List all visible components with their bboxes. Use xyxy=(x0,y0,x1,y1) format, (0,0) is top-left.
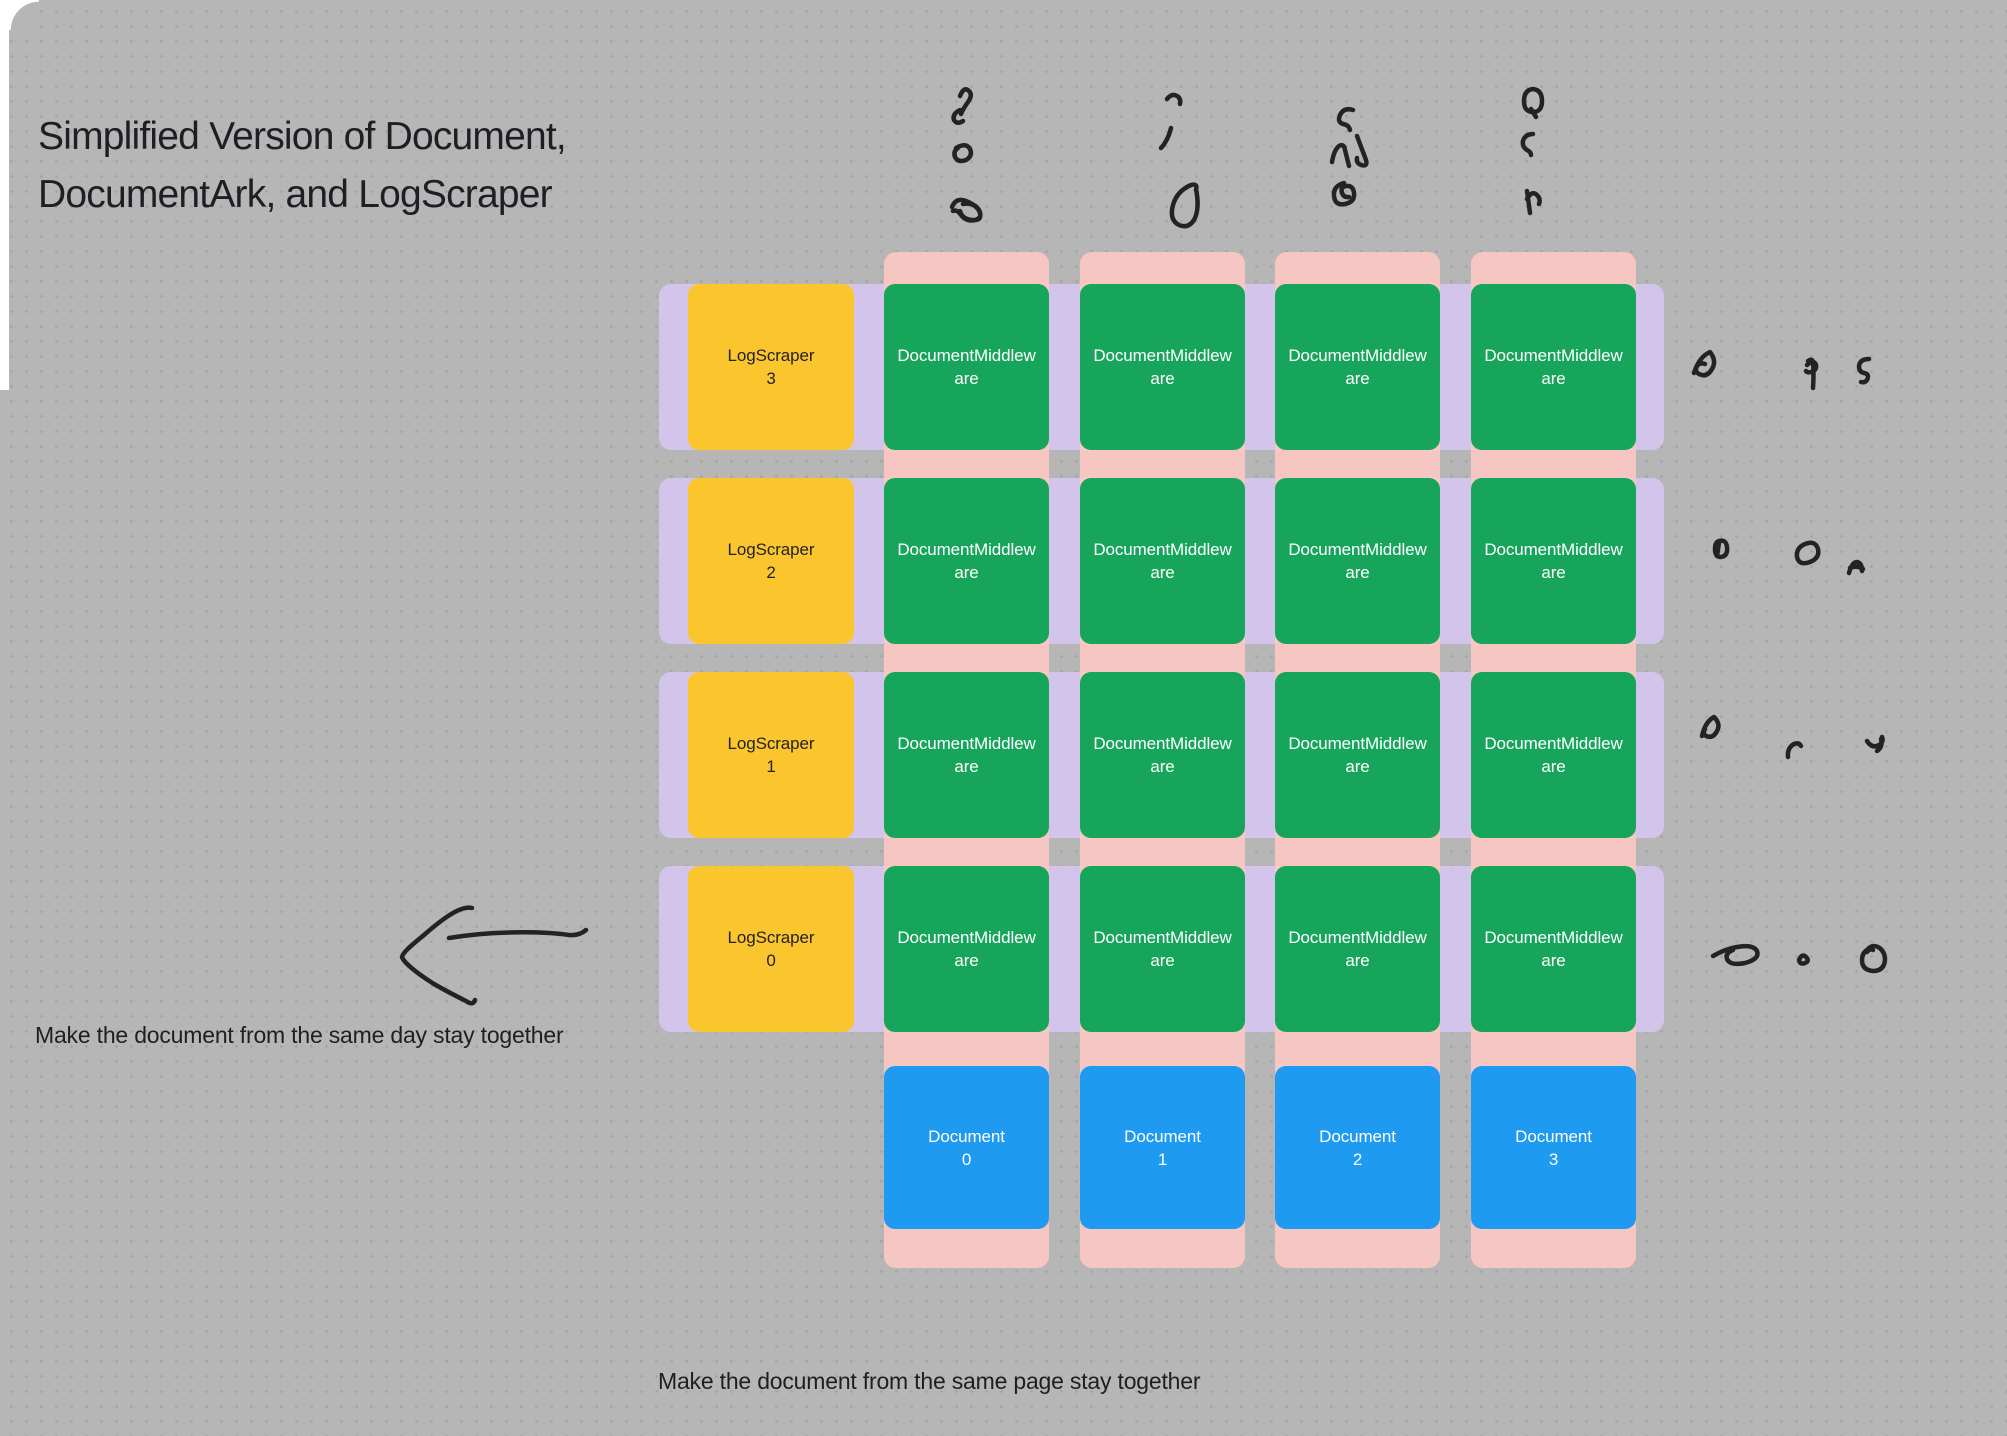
logscraper-number: 1 xyxy=(766,757,776,776)
logscraper-number: 3 xyxy=(766,369,776,388)
logscraper-label: LogScraper xyxy=(727,928,815,947)
logscraper-2-box[interactable]: LogScraper 2 xyxy=(688,478,854,644)
middleware-label-wrap: are xyxy=(1150,951,1175,970)
middleware-box[interactable]: DocumentMiddlew are xyxy=(884,866,1049,1032)
middleware-label-wrap: are xyxy=(954,757,979,776)
logscraper-1-box[interactable]: LogScraper 1 xyxy=(688,672,854,838)
middleware-box[interactable]: DocumentMiddlew are xyxy=(1471,672,1636,838)
page-title-line-1: Simplified Version of Document, xyxy=(38,115,567,158)
document-3-box[interactable]: Document 3 xyxy=(1471,1066,1636,1229)
middleware-label-wrap: are xyxy=(1541,951,1566,970)
middleware-label-wrap: are xyxy=(1150,757,1175,776)
middleware-box[interactable]: DocumentMiddlew are xyxy=(1275,284,1440,450)
document-number: 3 xyxy=(1548,1149,1559,1169)
logscraper-0-box[interactable]: LogScraper 0 xyxy=(688,866,854,1032)
middleware-box[interactable]: DocumentMiddlew are xyxy=(1080,672,1245,838)
middleware-label-wrap: are xyxy=(1541,369,1566,388)
logscraper-number: 2 xyxy=(766,563,776,582)
middleware-label-wrap: are xyxy=(954,369,979,388)
middleware-box[interactable]: DocumentMiddlew are xyxy=(1275,672,1440,838)
page-title[interactable]: Simplified Version of Document, Document… xyxy=(38,108,567,224)
middleware-box[interactable]: DocumentMiddlew are xyxy=(1275,478,1440,644)
middleware-label-wrap: are xyxy=(1150,369,1175,388)
middleware-label-wrap: are xyxy=(1150,563,1175,582)
middleware-label-wrap: are xyxy=(954,951,979,970)
middleware-label-wrap: are xyxy=(1541,757,1566,776)
note-same-day[interactable]: Make the document from the same day stay… xyxy=(35,1022,564,1048)
middleware-box[interactable]: DocumentMiddlew are xyxy=(1080,284,1245,450)
middleware-label: DocumentMiddlew xyxy=(897,928,1036,947)
middleware-box[interactable]: DocumentMiddlew are xyxy=(1080,478,1245,644)
middleware-label-wrap: are xyxy=(954,563,979,582)
logscraper-label: LogScraper xyxy=(727,540,815,559)
middleware-label: DocumentMiddlew xyxy=(1093,346,1232,365)
document-label: Document xyxy=(1515,1126,1592,1146)
left-panel-edge xyxy=(0,0,9,390)
middleware-label: DocumentMiddlew xyxy=(1093,928,1232,947)
logscraper-number: 0 xyxy=(766,951,776,970)
middleware-label: DocumentMiddlew xyxy=(1484,540,1623,559)
document-2-box[interactable]: Document 2 xyxy=(1275,1066,1440,1229)
middleware-box[interactable]: DocumentMiddlew are xyxy=(884,284,1049,450)
document-label: Document xyxy=(928,1126,1005,1146)
middleware-label: DocumentMiddlew xyxy=(897,346,1036,365)
middleware-label-wrap: are xyxy=(1541,563,1566,582)
middleware-label: DocumentMiddlew xyxy=(1484,734,1623,753)
page-title-line-2: DocumentArk, and LogScraper xyxy=(38,173,553,216)
middleware-box[interactable]: DocumentMiddlew are xyxy=(1080,866,1245,1032)
middleware-box[interactable]: DocumentMiddlew are xyxy=(884,478,1049,644)
middleware-label-wrap: are xyxy=(1345,563,1370,582)
middleware-box[interactable]: DocumentMiddlew are xyxy=(1471,478,1636,644)
document-label: Document xyxy=(1319,1126,1396,1146)
middleware-label: DocumentMiddlew xyxy=(1484,928,1623,947)
middleware-label: DocumentMiddlew xyxy=(1093,734,1232,753)
document-label: Document xyxy=(1124,1126,1201,1146)
middleware-label: DocumentMiddlew xyxy=(897,734,1036,753)
middleware-box[interactable]: DocumentMiddlew are xyxy=(1471,866,1636,1032)
middleware-label: DocumentMiddlew xyxy=(1093,540,1232,559)
note-same-page[interactable]: Make the document from the same page sta… xyxy=(658,1368,1201,1394)
middleware-label: DocumentMiddlew xyxy=(1288,346,1427,365)
canvas-rounded-corner xyxy=(9,0,39,30)
middleware-box[interactable]: DocumentMiddlew are xyxy=(884,672,1049,838)
logscraper-label: LogScraper xyxy=(727,734,815,753)
middleware-label: DocumentMiddlew xyxy=(1288,928,1427,947)
document-1-box[interactable]: Document 1 xyxy=(1080,1066,1245,1229)
document-number: 1 xyxy=(1157,1149,1168,1169)
middleware-label-wrap: are xyxy=(1345,757,1370,776)
middleware-label-wrap: are xyxy=(1345,369,1370,388)
middleware-box[interactable]: DocumentMiddlew are xyxy=(1275,866,1440,1032)
logscraper-3-box[interactable]: LogScraper 3 xyxy=(688,284,854,450)
middleware-box[interactable]: DocumentMiddlew are xyxy=(1471,284,1636,450)
middleware-label: DocumentMiddlew xyxy=(1288,734,1427,753)
document-number: 2 xyxy=(1352,1149,1363,1169)
middleware-label: DocumentMiddlew xyxy=(897,540,1036,559)
middleware-label: DocumentMiddlew xyxy=(1484,346,1623,365)
logscraper-label: LogScraper xyxy=(727,346,815,365)
middleware-label-wrap: are xyxy=(1345,951,1370,970)
middleware-label: DocumentMiddlew xyxy=(1288,540,1427,559)
document-number: 0 xyxy=(961,1149,972,1169)
document-0-box[interactable]: Document 0 xyxy=(884,1066,1049,1229)
